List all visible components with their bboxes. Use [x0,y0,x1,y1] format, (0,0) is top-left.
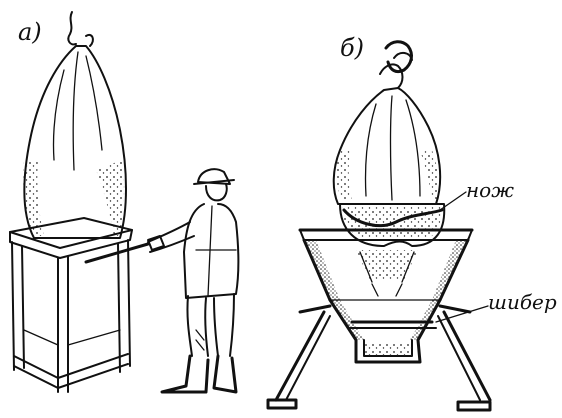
hanging-bag-a [23,11,127,239]
gate-callout-label: шибер [488,290,557,314]
panel-a [9,11,240,394]
hanging-bag-b [332,40,446,247]
callout-leaders [435,191,489,323]
bag-stand-a [9,217,133,393]
panel-b [266,40,492,412]
hopper-stand [266,304,492,412]
panel-a-label: а) [18,18,42,46]
worker-figure [147,168,240,394]
hopper [298,228,474,364]
knife-callout-label: нож [466,178,514,202]
cutting-tool [84,235,165,264]
panel-b-label: б) [340,34,365,62]
